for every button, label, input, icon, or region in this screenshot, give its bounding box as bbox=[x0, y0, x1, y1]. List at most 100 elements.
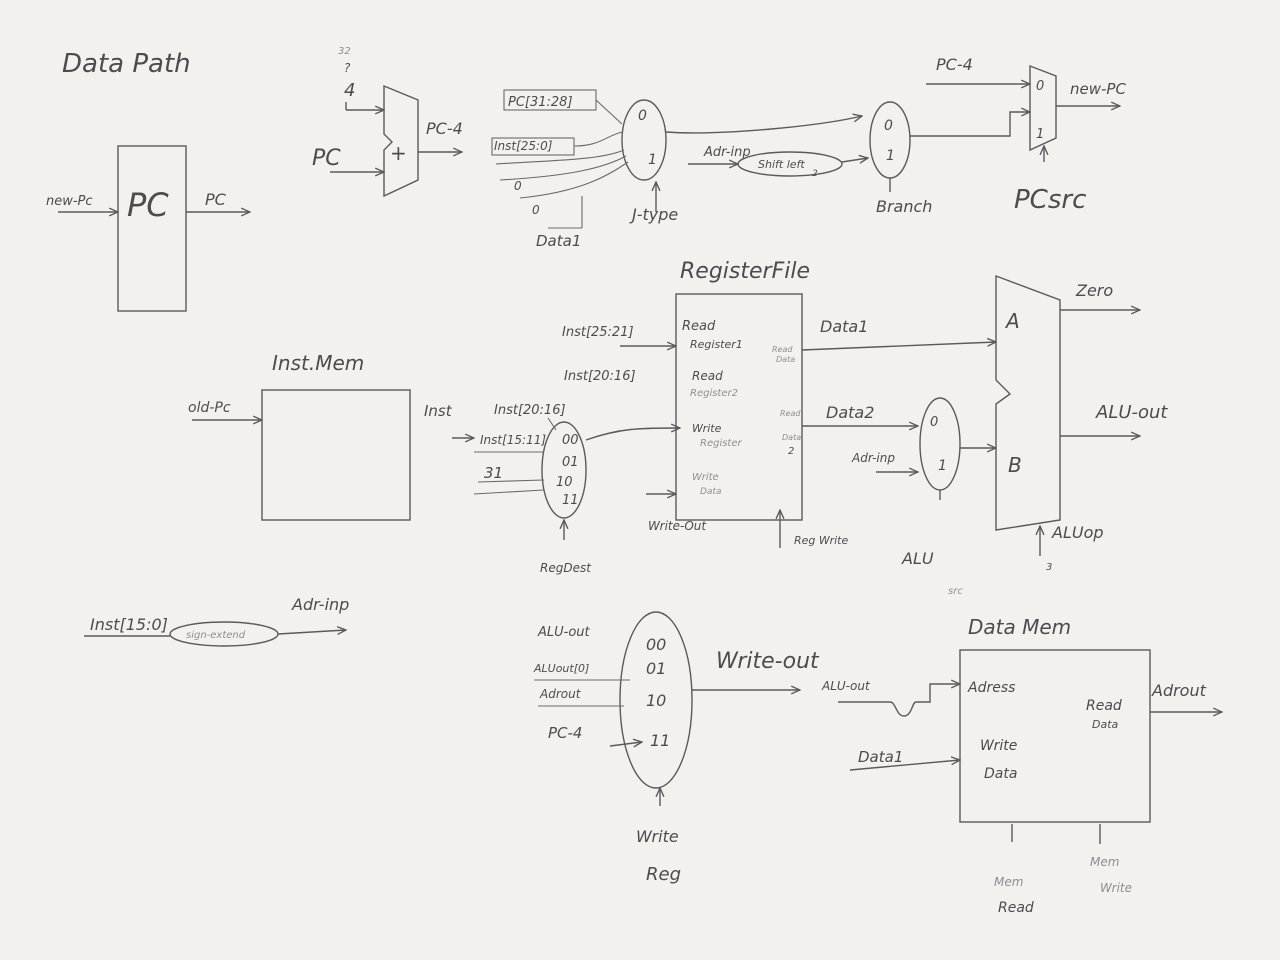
writeback-code-2: 10 bbox=[646, 691, 666, 710]
alu-control-width: 3 bbox=[1046, 562, 1052, 573]
data-mem-box bbox=[959, 649, 1151, 823]
inst-mem-box bbox=[261, 389, 411, 521]
shift-input-label: Adr-inp bbox=[703, 145, 751, 160]
pc-adder-op: + bbox=[390, 141, 407, 165]
regfile-port-wdata-b: Data bbox=[700, 487, 722, 497]
regfile-port-write-b: Register bbox=[700, 438, 743, 449]
pcsrc-mux: PC-4 0 1 new-PC PCsrc bbox=[926, 55, 1126, 215]
sign-extend-label: sign-extend bbox=[186, 630, 246, 641]
data-mem-ctrl-read-b: Read bbox=[998, 900, 1034, 916]
branch-mux: 0 1 Branch bbox=[869, 101, 1030, 216]
alusrc-control-b: src bbox=[948, 586, 963, 597]
regdest-in-c: 31 bbox=[484, 464, 503, 482]
regfile-control: Reg Write bbox=[794, 534, 848, 547]
data-mem-ctrl-write-b: Write bbox=[1100, 881, 1132, 895]
shift-output-wire bbox=[841, 158, 868, 162]
alusrc-mux-sel0: 0 bbox=[930, 415, 938, 430]
regfile-in2: Inst[20:16] bbox=[564, 369, 636, 384]
writeback-code-0: 00 bbox=[646, 635, 666, 654]
regfile-port-rd2-a: Read bbox=[780, 409, 801, 418]
alu-out-label: ALU-out bbox=[1095, 402, 1168, 423]
pcsrc-output-label: new-PC bbox=[1070, 80, 1126, 98]
regfile-port-rd2-b: Data bbox=[782, 433, 801, 442]
writeback-control-b: Reg bbox=[646, 864, 681, 885]
inst-mem-label: Inst.Mem bbox=[272, 351, 364, 375]
regdest-in-top: Inst[20:16] bbox=[494, 403, 566, 418]
regdest-control: RegDest bbox=[540, 561, 592, 575]
regfile-out2: Data2 bbox=[826, 403, 874, 422]
writeback-code-3: 11 bbox=[650, 731, 670, 750]
regfile-port-read2-a: Read bbox=[692, 369, 723, 383]
regdest-code-1: 01 bbox=[562, 455, 579, 470]
jump-mux-output-wire bbox=[665, 116, 862, 134]
writeback-in-0: ALU-out bbox=[537, 625, 591, 640]
data-mem-data-wire bbox=[849, 760, 960, 771]
branch-mux-sel1: 1 bbox=[886, 148, 895, 164]
jump-mux-sel0: 0 bbox=[638, 108, 647, 124]
jump-mux-control: J-type bbox=[629, 205, 678, 224]
regdest-code-3: 11 bbox=[562, 493, 579, 508]
jump-mux: 0 1 PC[31:28] Inst[25:0] 0 0 Data1 J-typ… bbox=[491, 89, 862, 250]
regfile-port-wdata-a: Write bbox=[692, 472, 719, 483]
regdest-code-2: 10 bbox=[556, 475, 573, 490]
pc-adder-pc-label: PC bbox=[312, 146, 341, 171]
regfile-out1-wire bbox=[801, 342, 996, 351]
pcsrc-mux-control: PCsrc bbox=[1014, 185, 1086, 215]
register-file-box bbox=[675, 293, 803, 521]
jump-mux-in-c: 0 bbox=[514, 179, 522, 193]
register-file-title: RegisterFile bbox=[680, 259, 810, 284]
jump-mux-sel1: 1 bbox=[648, 152, 657, 168]
data-mem-port-rd-a: Read bbox=[1086, 698, 1122, 714]
pc-adder-constant-c: 4 bbox=[344, 80, 355, 101]
regfile-out1: Data1 bbox=[820, 317, 868, 336]
alu-shape bbox=[995, 274, 1061, 531]
writeback-mux: 00 01 10 11 ALU-out ALUout[0] Adrout PC-… bbox=[533, 611, 820, 885]
regdest-mux: 00 01 10 11 Inst[20:16] Inst[15:11] 31 R… bbox=[452, 403, 680, 575]
regfile-in1: Inst[25:21] bbox=[562, 325, 634, 340]
regfile-port-read1-a: Read bbox=[682, 319, 716, 334]
pcsrc-mux-sel0: 0 bbox=[1036, 79, 1044, 94]
data-mem-title: Data Mem bbox=[968, 615, 1071, 639]
alu-control: ALUop bbox=[1051, 523, 1104, 542]
data-mem-ctrl-write-a: Mem bbox=[1090, 855, 1119, 869]
pc-adder: + PC 32 ? 4 PC-4 bbox=[312, 46, 463, 198]
sign-extend-output: Adr-inp bbox=[291, 595, 349, 614]
regdest-code-0: 00 bbox=[562, 433, 579, 448]
pc-output-label: PC bbox=[205, 190, 227, 209]
jump-mux-wire-3 bbox=[519, 161, 629, 199]
regfile-port-write-a: Write bbox=[692, 422, 722, 435]
data-mem-port-wd-a: Write bbox=[980, 738, 1017, 754]
data-mem-port-rd-b: Data bbox=[1092, 718, 1119, 731]
regdest-mux-shape bbox=[541, 421, 587, 519]
branch-output-wire bbox=[910, 112, 1030, 137]
shift-unit: Adr-inp Shift left 2 bbox=[688, 145, 868, 179]
regfile-port-read2-b: Register2 bbox=[690, 388, 738, 399]
data-mem-output-label: Adrout bbox=[1151, 681, 1207, 700]
alu-port-a: A bbox=[1004, 309, 1020, 333]
jump-mux-in-b: Inst[25:0] bbox=[494, 139, 553, 153]
data-mem-port-wd-b: Data bbox=[984, 766, 1017, 782]
regdest-in-d-wire bbox=[473, 489, 545, 495]
writeback-in-3: PC-4 bbox=[548, 724, 582, 742]
writeback-in-2: Adrout bbox=[539, 687, 582, 701]
regfile-port-rd1-a: Read bbox=[772, 345, 793, 354]
alu-port-b: B bbox=[1008, 453, 1022, 477]
pcsrc-mux-shape bbox=[1029, 64, 1057, 152]
inst-mem: Inst.Mem old-Pc Inst bbox=[188, 351, 453, 521]
sign-extend: Inst[15:0] sign-extend Adr-inp bbox=[84, 595, 349, 647]
regdest-in-c-wire bbox=[477, 479, 545, 483]
data-mem-ctrl-read-a: Mem bbox=[994, 875, 1023, 889]
regdest-in-b: Inst[15:11] bbox=[480, 433, 546, 447]
sign-extend-output-wire bbox=[277, 630, 346, 634]
regfile-port-rd2-c: 2 bbox=[788, 446, 794, 457]
pcsrc-mux-sel1: 1 bbox=[1036, 127, 1044, 142]
alusrc-mux: 0 1 Adr-inp ALU src bbox=[851, 397, 996, 597]
alu: A B Zero ALU-out ALUop 3 bbox=[995, 274, 1168, 573]
pc-adder-constant-a: 32 bbox=[338, 46, 351, 57]
shift-unit-shape bbox=[737, 151, 843, 177]
data-mem: Data Mem ALU-out Adress Data1 Write Data… bbox=[821, 615, 1222, 916]
alusrc-mux-sel1: 1 bbox=[938, 458, 947, 474]
shift-unit-label: Shift left bbox=[758, 158, 805, 171]
